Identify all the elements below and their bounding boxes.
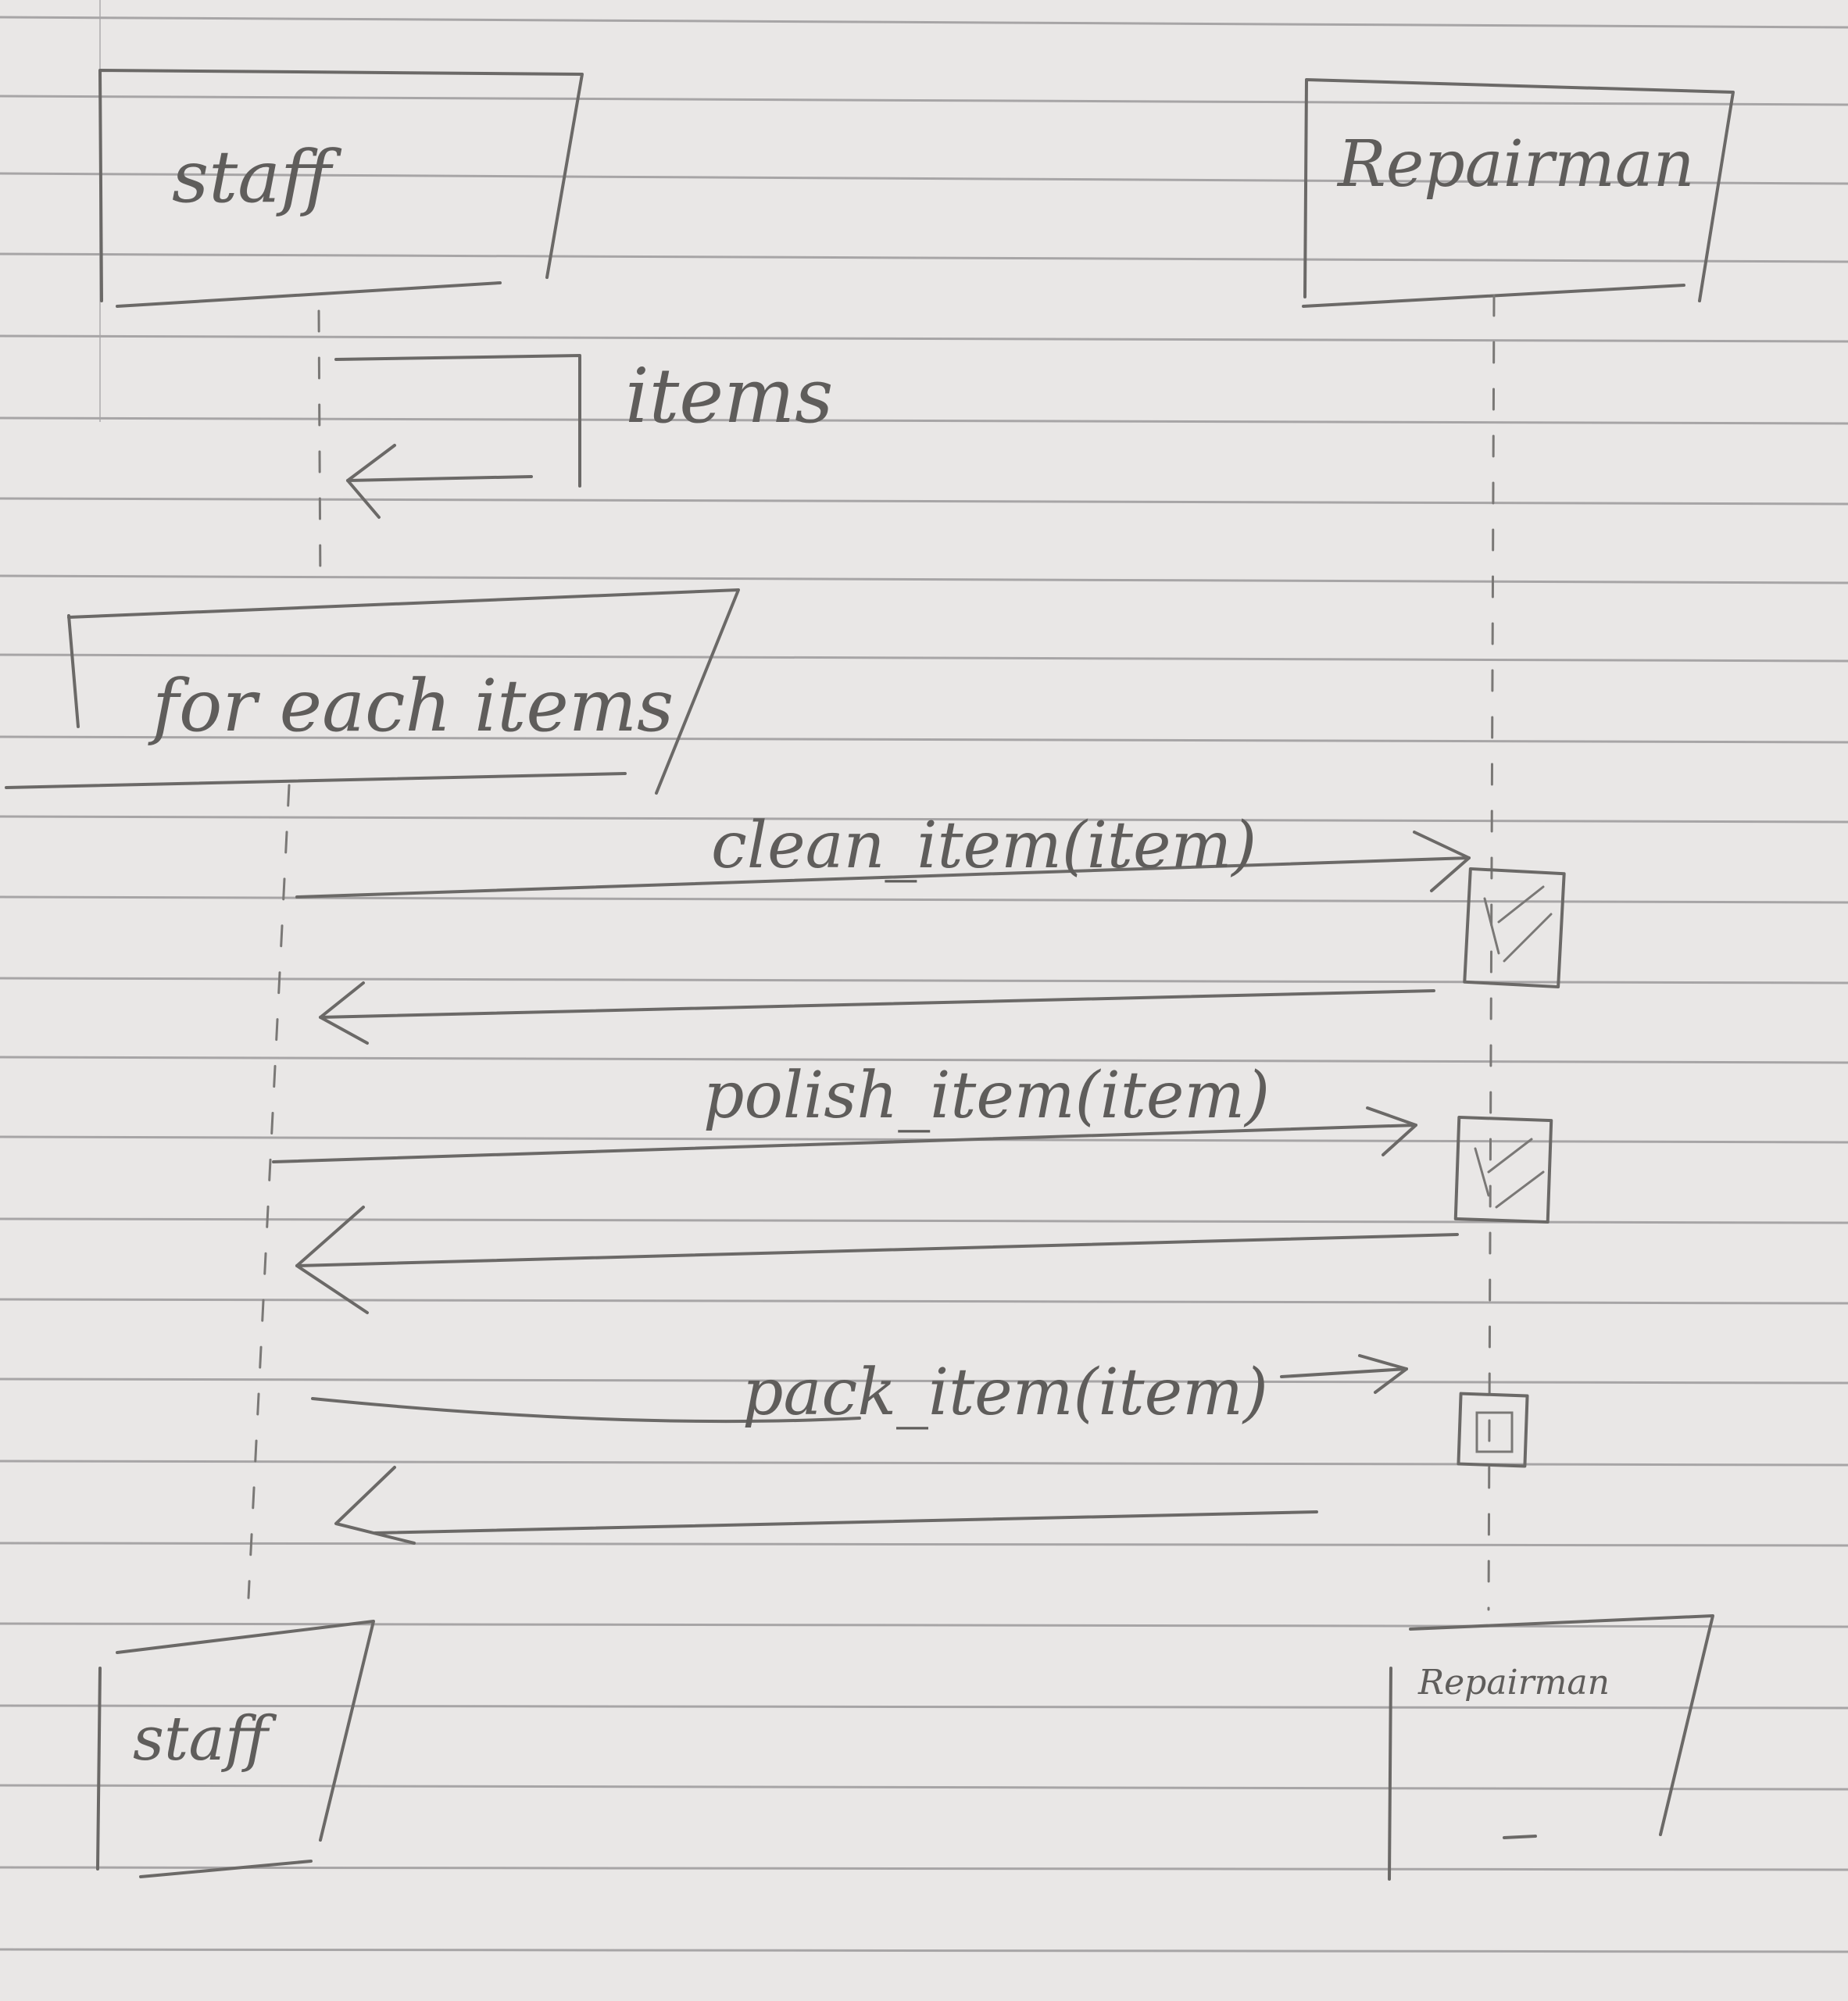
message-pack-item: pack_item(item) bbox=[311, 1354, 1529, 1545]
staff-participant-bottom: staff bbox=[96, 1620, 375, 1878]
activation-bar bbox=[1463, 867, 1566, 989]
activation-bar bbox=[1457, 1392, 1529, 1468]
staff-top-label: staff bbox=[172, 135, 342, 219]
self-message-label: items bbox=[625, 352, 833, 440]
repairman-bottom-label: Repairman bbox=[1417, 1663, 1610, 1703]
staff-lifeline-lower bbox=[247, 784, 291, 1599]
loop-fragment: for each items bbox=[5, 588, 740, 795]
message-label: pack_item(item) bbox=[742, 1356, 1268, 1430]
message-label: clean_item(item) bbox=[711, 809, 1256, 883]
lifelines bbox=[247, 294, 1496, 1611]
repairman-participant-bottom: Repairman bbox=[1388, 1614, 1714, 1881]
repairman-participant-top: Repairman bbox=[1302, 78, 1735, 308]
repairman-lifeline bbox=[1487, 294, 1496, 1611]
repairman-top-label: Repairman bbox=[1336, 127, 1695, 202]
staff-participant-top: staff bbox=[98, 69, 584, 308]
staff-lifeline bbox=[317, 309, 322, 591]
self-message-items: items bbox=[334, 352, 833, 519]
staff-bottom-label: staff bbox=[133, 1704, 277, 1774]
ruled-lines bbox=[0, 0, 1848, 1953]
message-label: polish_item(item) bbox=[703, 1059, 1270, 1133]
message-polish-item: polish_item(item) bbox=[272, 1059, 1553, 1314]
loop-label: for each items bbox=[148, 664, 674, 748]
message-clean-item: clean_item(item) bbox=[295, 809, 1566, 1045]
activation-bar bbox=[1453, 1115, 1553, 1224]
